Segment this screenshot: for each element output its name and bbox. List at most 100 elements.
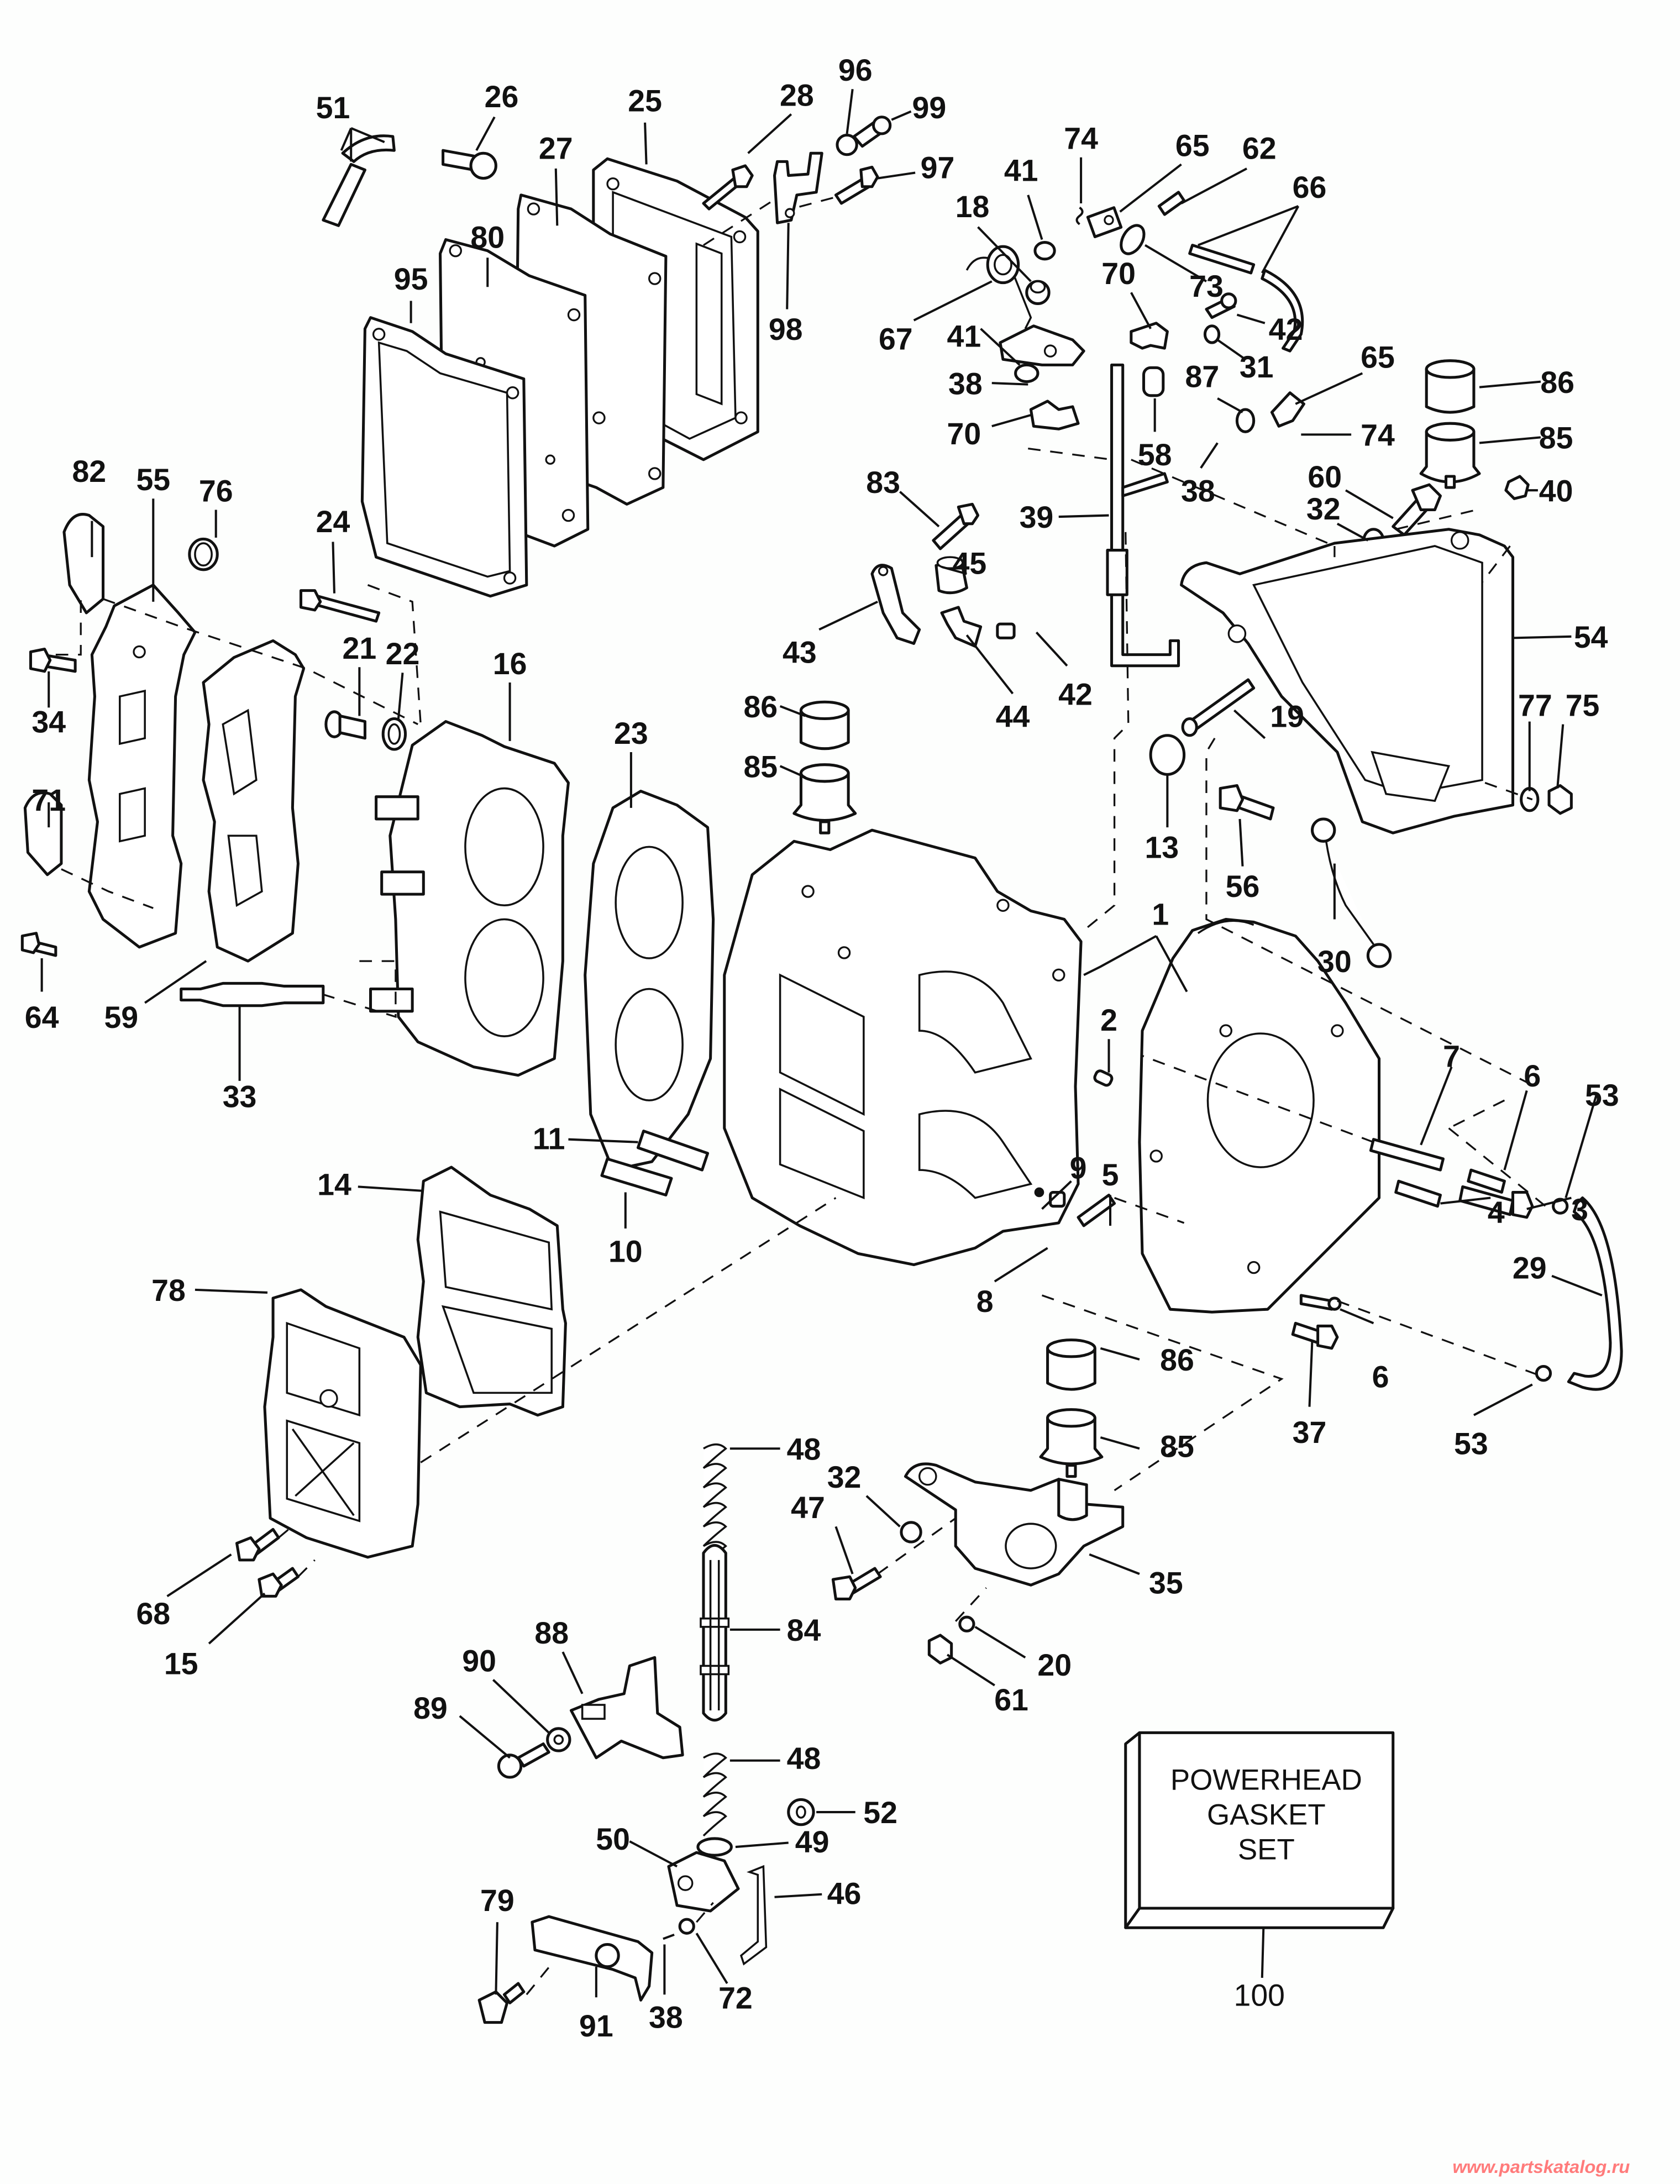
callout-60[interactable]: 60 [1308,460,1342,494]
screw-part-34[interactable] [29,647,77,673]
clamp-part-70-lower[interactable] [1029,400,1080,431]
seal-part-22[interactable] [381,717,407,751]
clamp-part-53-upper[interactable] [1552,1198,1569,1215]
callout-86[interactable]: 86 [1540,365,1574,400]
bracket-part-54[interactable] [1180,528,1515,834]
screw-part-68[interactable] [235,1527,280,1562]
dowel-part-10[interactable] [600,1157,673,1197]
lever-arm[interactable] [999,324,1085,366]
callout-34[interactable]: 34 [32,705,66,739]
retainer-part-73[interactable] [1116,222,1148,258]
plug-part-13[interactable] [1149,734,1186,776]
spring-part-48-lower[interactable] [702,1752,727,1837]
callout-41[interactable]: 41 [1004,154,1038,188]
callout-40[interactable]: 40 [1539,474,1573,508]
callout-84[interactable]: 84 [787,1613,821,1647]
callout-85[interactable]: 85 [1539,421,1573,455]
callout-88[interactable]: 88 [534,1616,569,1650]
screw-part-89[interactable] [497,1742,550,1779]
callout-2[interactable]: 2 [1100,1003,1117,1037]
mount-part-85-lower[interactable] [1039,1408,1104,1478]
gasket-part-59[interactable] [202,639,306,963]
callout-27[interactable]: 27 [539,131,573,165]
nut-part-61[interactable] [927,1634,953,1665]
washer-part-20[interactable] [958,1615,975,1632]
callout-95[interactable]: 95 [394,262,428,296]
callout-56[interactable]: 56 [1226,869,1260,904]
callout-32[interactable]: 32 [1306,492,1341,526]
screw-part-60[interactable] [1392,483,1442,537]
callout-30[interactable]: 30 [1317,944,1352,979]
spring-part-48-upper[interactable] [702,1443,727,1567]
callout-87[interactable]: 87 [1185,360,1220,394]
nut-part-75[interactable] [1547,784,1573,815]
callout-86[interactable]: 86 [1160,1343,1194,1377]
callout-65[interactable]: 65 [1175,128,1210,162]
callout-33[interactable]: 33 [223,1080,257,1114]
callout-53[interactable]: 53 [1585,1078,1619,1112]
callout-54[interactable]: 54 [1574,620,1608,654]
lever-part-50[interactable] [667,1851,740,1913]
screw-part-79[interactable] [477,1982,526,2024]
bushing-part-41[interactable] [1033,241,1056,261]
callout-85[interactable]: 85 [1160,1429,1194,1463]
mount-part-86-lower[interactable] [1046,1338,1096,1391]
clamp-part-71[interactable] [23,791,63,876]
callout-70[interactable]: 70 [1101,256,1136,291]
callout-74[interactable]: 74 [1361,418,1395,453]
callout-42[interactable]: 42 [1269,312,1303,347]
callout-42[interactable]: 42 [1058,677,1093,711]
callout-85[interactable]: 85 [743,749,778,784]
nut-part-8[interactable] [1049,1190,1066,1208]
callout-26[interactable]: 26 [485,80,519,114]
dowel-part-11[interactable] [636,1130,710,1172]
callout-89[interactable]: 89 [413,1691,448,1725]
callout-35[interactable]: 35 [1149,1566,1183,1600]
callout-16[interactable]: 16 [493,647,527,681]
callout-90[interactable]: 90 [462,1644,496,1678]
callout-78[interactable]: 78 [151,1273,186,1308]
callout-5[interactable]: 5 [1102,1158,1119,1192]
callout-82[interactable]: 82 [72,454,106,489]
callout-46[interactable]: 46 [827,1876,862,1910]
callout-45[interactable]: 45 [953,546,987,580]
callout-7[interactable]: 7 [1443,1040,1460,1074]
stud-part-7[interactable] [1369,1138,1445,1172]
gasket-kit-box[interactable] [1124,1731,1395,1929]
callout-10[interactable]: 10 [608,1234,643,1268]
spark-plug-part-33[interactable] [180,981,325,1007]
callout-65[interactable]: 65 [1361,340,1395,374]
callout-71[interactable]: 71 [32,783,66,817]
callout-77[interactable]: 77 [1518,688,1552,722]
mount-part-85-top[interactable] [1419,422,1481,489]
plug-part-9[interactable] [1034,1187,1044,1198]
pin-part-2[interactable] [1093,1069,1114,1087]
link-rod-part-66[interactable] [1188,244,1304,353]
hose-part-51[interactable] [322,134,396,227]
callout-72[interactable]: 72 [718,1981,753,2015]
callout-53[interactable]: 53 [1454,1426,1488,1461]
hose-part-29[interactable] [1567,1196,1623,1391]
cover-part-55[interactable] [87,584,197,949]
callout-73[interactable]: 73 [1189,269,1224,303]
callout-20[interactable]: 20 [1037,1648,1072,1682]
washer-part-77[interactable] [1520,787,1540,812]
bracket-part-91[interactable] [531,1915,654,2002]
connector-part-65-lower[interactable] [1270,391,1305,428]
callout-43[interactable]: 43 [783,636,817,670]
callout-14[interactable]: 14 [317,1168,351,1202]
callout-24[interactable]: 24 [316,505,350,539]
washer-part-32-lower[interactable] [900,1521,922,1544]
screw-part-28[interactable] [702,164,754,211]
screw-part-15[interactable] [258,1567,300,1598]
washer-part-52[interactable] [787,1798,815,1826]
callout-6[interactable]: 6 [1372,1359,1389,1394]
callout-29[interactable]: 29 [1513,1251,1547,1285]
callout-44[interactable]: 44 [996,700,1030,734]
callout-22[interactable]: 22 [386,637,420,671]
gasket-part-95[interactable] [360,316,528,598]
crankcase-block-part-1[interactable] [723,828,1083,1267]
connector-part-65[interactable] [1086,206,1123,238]
pin-part-6-upper[interactable] [1467,1168,1506,1194]
screw-part-42-lower[interactable] [996,622,1016,639]
